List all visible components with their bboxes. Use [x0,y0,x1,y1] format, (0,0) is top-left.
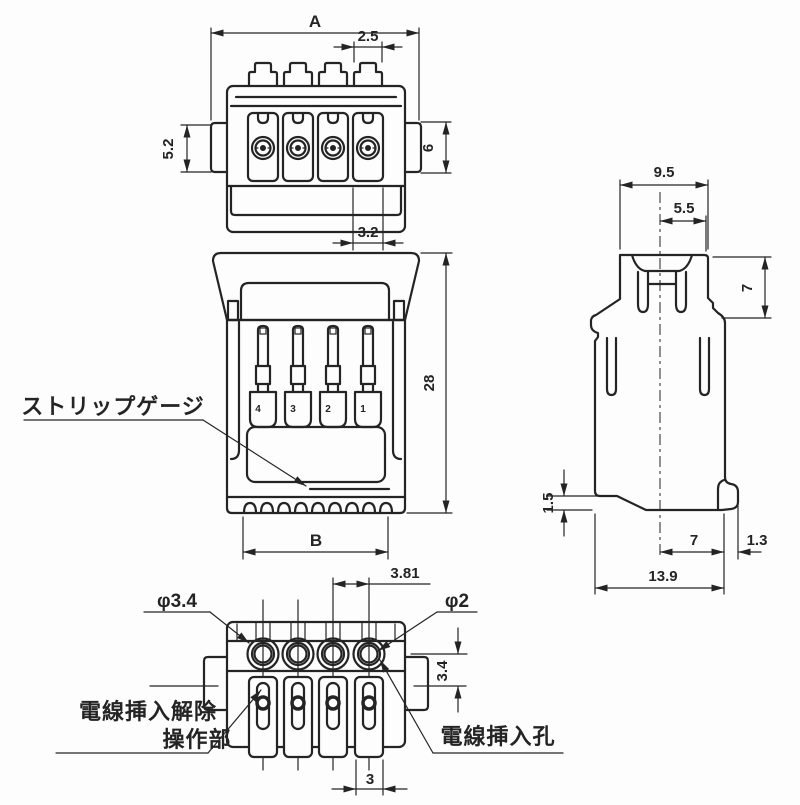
dia-inner-leader [377,611,438,652]
latch-legs [636,270,688,314]
dim-b: B [242,516,389,560]
side-outline [589,253,740,512]
release-slots [247,675,385,759]
cap-tab-right [392,299,406,322]
contact-4 [353,324,383,429]
foot-hook [716,478,726,511]
dim-b-text: B [310,531,322,550]
wire-insertion-holes [246,637,386,671]
latch-cup [630,253,694,273]
cap-tab-left [226,299,240,322]
dim-left-flange-text: 5.2 [160,139,177,160]
label-insertion-hole: 電線挿入孔 [379,659,564,754]
dim-slot-offset-text: 3.2 [358,224,379,241]
dim-height: 28 [406,252,453,514]
dim-pitch-text: 3.81 [390,565,419,582]
pin-number-2: 2 [325,404,331,415]
release-leader [207,689,262,754]
tab-2 [282,61,314,88]
left-flange [209,121,229,174]
dia-outer-leader [209,611,250,644]
strip-gauge-leader [202,419,307,487]
bottom-view: 3.81 φ3.4 φ2 3.4 3 電線挿入解除 操作部 [55,565,564,796]
dim-latch-text: 7 [739,284,756,292]
front-view: 4 3 2 1 28 B ストリップゲージ [21,251,453,560]
tab-4 [352,61,384,88]
label-dia-inner: φ2 [377,591,478,652]
dim-a-text: A [309,12,321,31]
dim-slot-width-text: 3 [366,771,374,788]
side-view: 9.5 5.5 7 1.5 7 1.3 [540,164,772,595]
label-release: 電線挿入解除 操作部 [55,689,262,754]
dim-depth: 9.5 [619,164,709,250]
side-arms [229,320,403,461]
strip-gauge-text: ストリップゲージ [21,394,205,419]
dia-inner-text: φ2 [445,591,469,612]
bottom-right-flange [403,655,430,712]
dim-left-flange: 5.2 [160,124,212,173]
dim-depth-upper-text: 5.5 [674,200,695,217]
release-text-line1: 電線挿入解除 [79,699,217,724]
dia-outer-text: φ3.4 [157,591,197,612]
dim-foot-text: 1.5 [540,493,557,514]
pin-number-4: 4 [255,404,261,415]
side-view-body [589,192,740,558]
dim-base: 7 [659,513,725,595]
pin-number-1: 1 [360,404,366,415]
insertion-hole-text: 電線挿入孔 [440,724,555,749]
strip-gauge-window [245,425,387,484]
body-outline [225,318,407,515]
dim-pitch: 3.81 [332,565,431,588]
contact-3 [318,324,348,429]
dim-slot-width: 3 [331,759,408,796]
dim-foot: 1.5 [540,469,611,537]
release-text-line2: 操作部 [162,727,231,752]
top-view: A 2.5 5.2 6 3.2 [160,12,452,251]
dim-right-flange-text: 6 [420,144,437,152]
bottom-teeth [242,501,394,515]
dim-hole-offset-text: 3.4 [434,660,451,682]
top-view-body [209,61,423,234]
contact-1 [248,324,278,429]
cap-window [239,281,391,322]
dim-tab-width: 2.5 [333,28,403,63]
label-strip-gauge: ストリップゲージ [21,394,307,487]
label-dia-outer: φ3.4 [143,591,250,644]
bottom-view-body [202,620,430,759]
terminal-cells [246,111,385,183]
dim-a: A [210,12,420,121]
dim-overhang-text: 1.3 [747,532,768,549]
dim-total-depth: 13.9 [594,513,725,595]
dim-overhang: 1.3 [737,505,768,560]
dim-tab-text: 2.5 [358,28,379,45]
contact-2 [283,324,313,429]
tab-1 [247,61,279,88]
dim-total-depth-text: 13.9 [648,568,677,585]
dim-depth-text: 9.5 [654,164,675,181]
dim-base-text: 7 [690,532,698,549]
dim-height-text: 28 [421,375,438,392]
side-grooves [605,336,711,397]
pin-number-3: 3 [290,404,296,415]
insertion-hole-leader [379,659,434,754]
bottom-left-flange [202,655,229,712]
dim-latch: 7 [712,256,772,319]
cap-outline [211,251,421,322]
tab-3 [317,61,349,88]
dim-right-flange: 6 [420,121,452,174]
right-flange [403,121,423,174]
dim-slot-offset: 3.2 [332,187,404,251]
dim-depth-upper: 5.5 [659,200,707,252]
front-view-body: 4 3 2 1 [211,251,421,515]
dim-hole-offset: 3.4 [410,627,468,713]
